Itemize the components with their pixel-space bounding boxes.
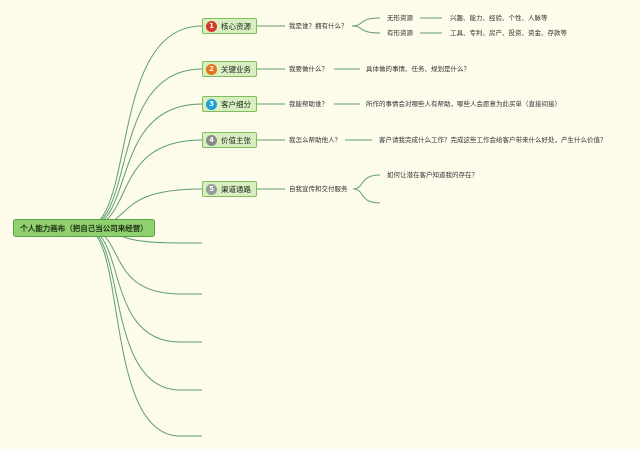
- branch-label: 价值主张: [221, 135, 251, 145]
- branch-question-4: 我怎么帮助他人？: [289, 136, 341, 144]
- branch-detail-4: 客户请我完成什么工作？完成这些工作会给客户带来什么好处，产生什么价值？: [379, 136, 607, 144]
- branch-question-1: 我是谁？拥有什么？: [289, 22, 348, 30]
- branch-detail-2: 具体做的事情、任务、规划是什么？: [366, 65, 470, 73]
- branch-node-value-proposition[interactable]: 4 价值主张: [202, 132, 257, 148]
- sub-detail-tangible: 工具、专利、房产、投资、资金、存款等: [450, 29, 567, 37]
- sub-node-intangible: 无形资源: [387, 14, 413, 22]
- connector-empty-5: [83, 227, 181, 437]
- sub-node-tangible: 有形资源: [387, 29, 413, 37]
- number-badge-4-icon: 4: [206, 134, 217, 146]
- branch-label: 核心资源: [221, 21, 251, 31]
- connector-detail-5b: [352, 188, 381, 204]
- branch-node-key-activities[interactable]: 2 关键业务: [202, 61, 257, 77]
- branch-question-2: 我要做什么？: [289, 65, 328, 73]
- connector-sub-2: [351, 25, 381, 34]
- connector-branch-1: [83, 25, 203, 229]
- connector-sub-1: [351, 17, 381, 27]
- branch-question-3: 我能帮助谁？: [289, 100, 328, 108]
- connector-branch-4: [83, 139, 203, 229]
- branch-node-customer-segments[interactable]: 3 客户细分: [202, 96, 257, 112]
- branch-question-5: 自我宣传和交付服务: [289, 185, 348, 193]
- branch-label: 渠道通路: [221, 184, 251, 194]
- number-badge-2-icon: 2: [206, 63, 217, 75]
- branch-detail-5: 如何让潜在客户知道我的存在？: [387, 171, 478, 179]
- connector-empty-4: [83, 227, 181, 391]
- branch-node-channels[interactable]: 5 渠道通路: [202, 181, 257, 197]
- connector-branch-2: [83, 68, 203, 229]
- branch-label: 关键业务: [221, 64, 251, 74]
- number-badge-1-icon: 1: [206, 20, 217, 32]
- number-badge-5-icon: 5: [206, 183, 217, 195]
- branch-detail-3: 所作的事情会对哪些人有帮助，哪些人会愿意为此买单（直接间接）: [366, 100, 561, 108]
- branch-label: 客户细分: [221, 99, 251, 109]
- connector-detail-5a: [352, 174, 381, 190]
- connector-empty-3: [83, 227, 181, 343]
- branch-node-core-resources[interactable]: 1 核心资源: [202, 18, 257, 34]
- number-badge-3-icon: 3: [206, 98, 217, 110]
- root-node[interactable]: 个人能力画布（把自己当公司来经营）: [13, 219, 155, 237]
- sub-detail-intangible: 兴趣、能力、经验、个性、人脉等: [450, 14, 548, 22]
- connector-branch-3: [83, 103, 203, 229]
